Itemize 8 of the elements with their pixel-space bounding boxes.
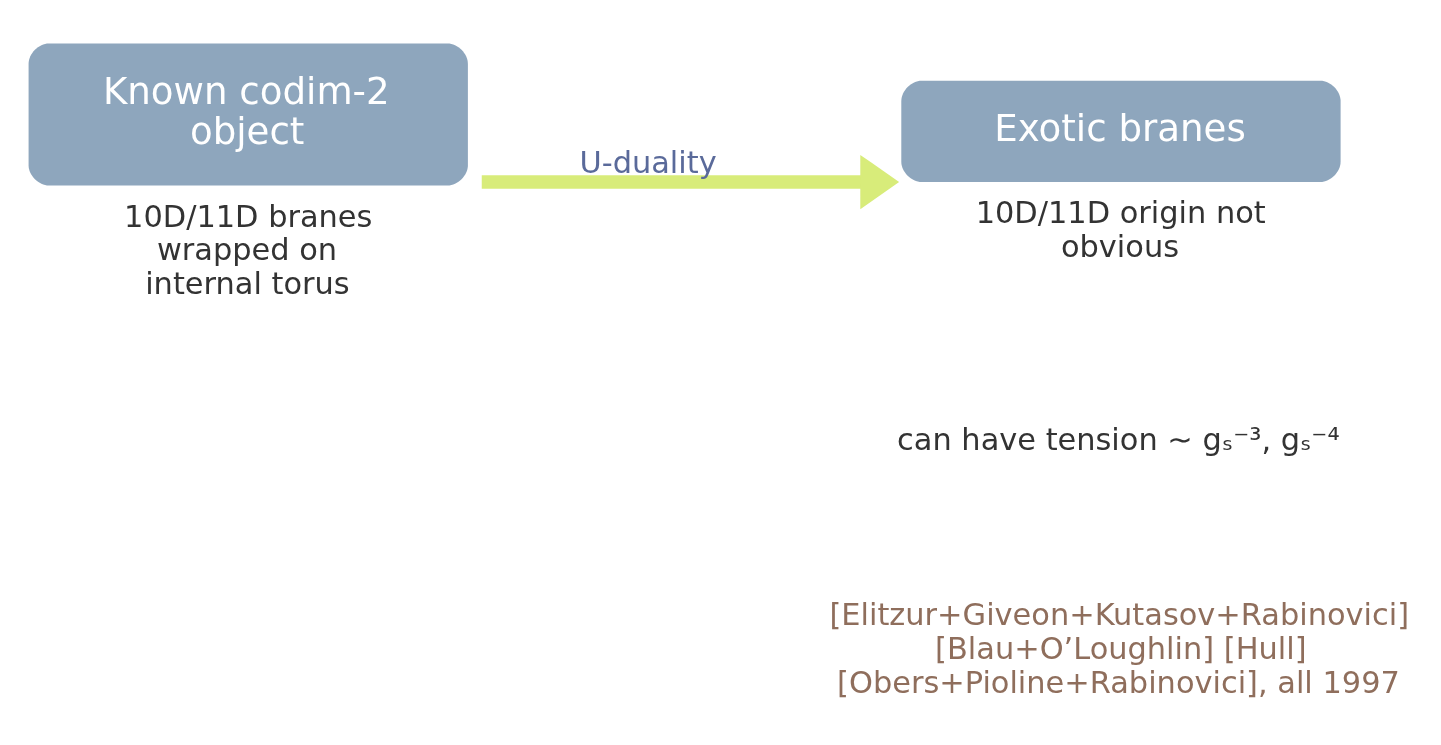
node-label: 10D/11D origin not obvious bbox=[975, 194, 1266, 264]
edge-label: U-duality bbox=[579, 144, 717, 180]
label: can have tension ∼ gₛ⁻³, gₛ⁻⁴ bbox=[897, 421, 1340, 457]
node-box: Exotic branes bbox=[901, 80, 1341, 182]
arrow bbox=[481, 154, 900, 209]
label: [Elitzur+Giveon+Kutasov+Rabinovici] [Blau+O’Loughlin] [Hull] [Obers+Pioline+Rabinovici], all 1997 bbox=[829, 596, 1409, 700]
node-label: 10D/11D branes wrapped on internal torus bbox=[124, 198, 373, 301]
node-box: Known codim-2 object bbox=[28, 43, 468, 185]
